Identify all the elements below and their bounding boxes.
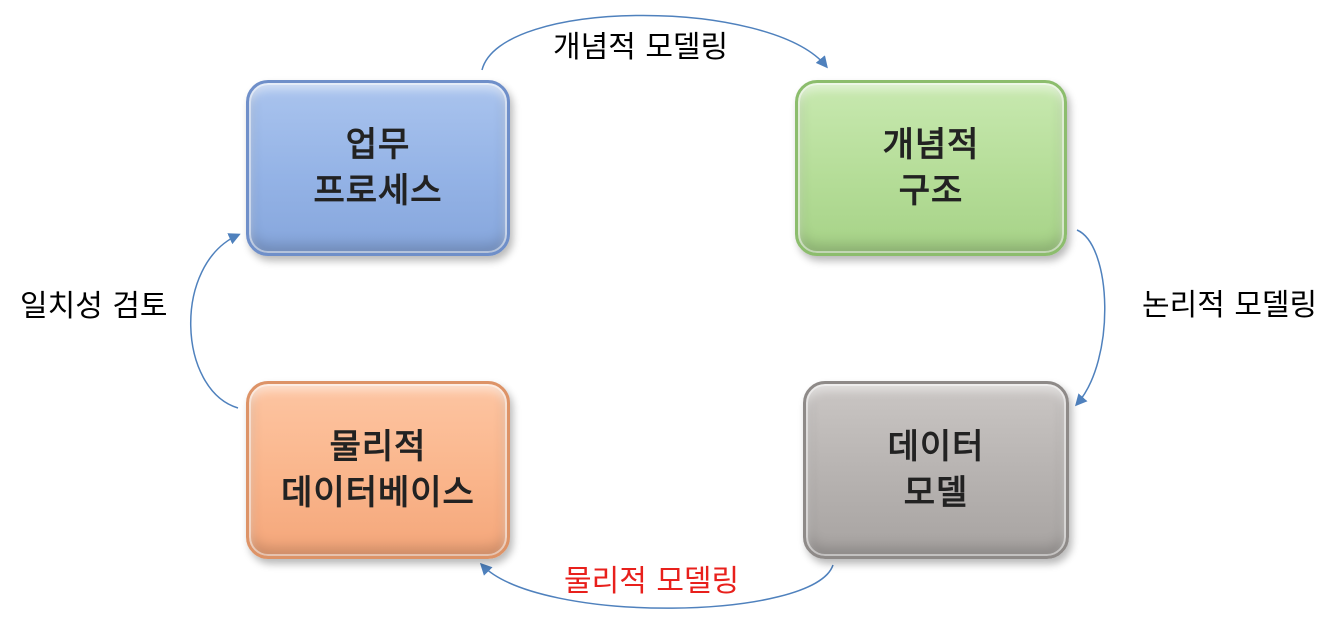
edge-label-physical-modeling: 물리적 모델링: [564, 564, 740, 599]
arrow-physical-modeling: [479, 562, 834, 609]
node-data-model-line-1: 데이터: [887, 427, 985, 467]
node-conceptual-structure-line-2: 구조: [898, 171, 964, 211]
node-business-process: 업무 프로세스: [246, 80, 510, 256]
node-data-model-line-2: 모델: [903, 473, 969, 513]
edge-label-conceptual-modeling: 개념적 모델링: [553, 30, 729, 65]
edge-label-logical-modeling: 논리적 모델링: [1142, 288, 1318, 323]
node-physical-database: 물리적 데이터베이스: [246, 381, 510, 559]
arrow-consistency-review: [190, 233, 241, 409]
node-physical-database-line-2: 데이터베이스: [281, 473, 475, 513]
arrow-conceptual-modeling: [481, 14, 828, 71]
edge-label-consistency-review: 일치성 검토: [20, 289, 168, 324]
arrow-logical-modeling: [1075, 229, 1106, 407]
node-conceptual-structure-line-1: 개념적: [882, 125, 980, 165]
node-conceptual-structure: 개념적 구조: [795, 80, 1067, 256]
node-business-process-line-1: 업무: [345, 125, 411, 165]
node-business-process-line-2: 프로세스: [313, 171, 443, 211]
node-data-model: 데이터 모델: [803, 381, 1069, 559]
node-physical-database-line-1: 물리적: [329, 427, 427, 467]
